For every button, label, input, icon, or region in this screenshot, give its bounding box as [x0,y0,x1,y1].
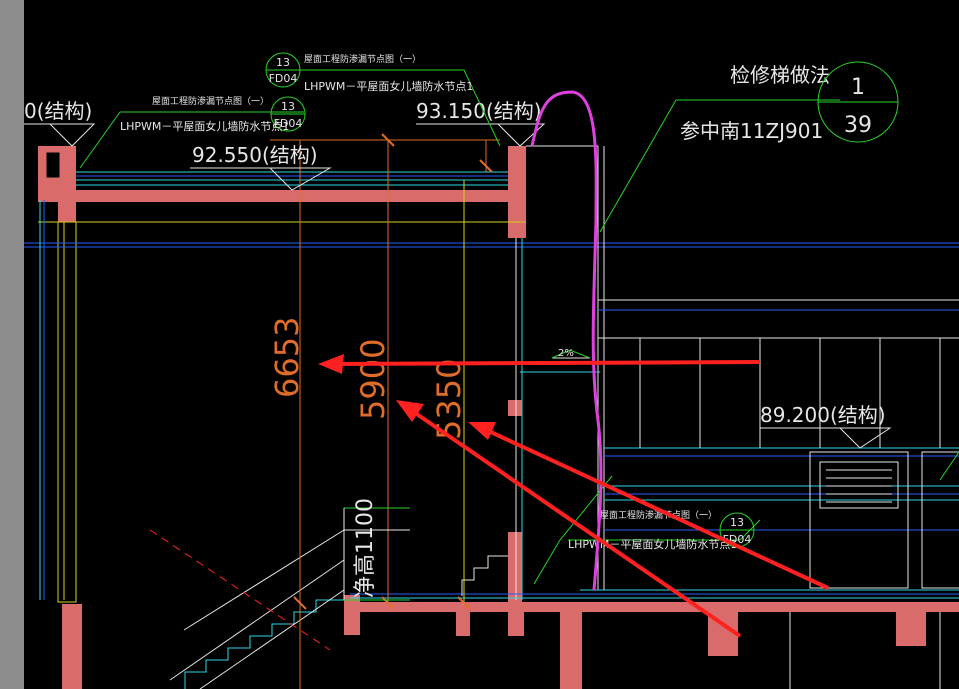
ladder-reference: 参中南11ZJ901 [680,119,823,143]
left-parapet-inner [45,151,61,179]
callout-1-detail: LHPWM－平屋面女儿墙防水节点1 [304,79,473,93]
markup-ladder-path [530,90,603,591]
right-wall-base [508,532,522,602]
left-column-base [62,604,82,689]
elevation-left-partial: 0(结构) [24,99,92,123]
floor-slab [350,602,959,612]
dimension-6653: 6653 [268,317,306,398]
detail-bubble-3-num: 13 [730,516,744,529]
ladder-bubble-num: 1 [851,75,865,100]
dimension-5900: 5900 [354,339,392,420]
dimension-clear-height: 净高1100 [353,498,378,598]
elevation-parapet-left: 92.550(结构) [192,143,318,167]
dimension-lines [270,133,500,689]
detail-bubble-1-ref: FD04 [269,72,298,85]
slope-label: 2% [558,348,574,359]
callout-2-title: 屋面工程防渗漏节点图（一） [152,95,269,107]
callout-3-title: 屋面工程防渗漏节点图（一） [600,509,717,521]
floor-beam-4 [896,612,926,646]
viewport-gutter [0,0,24,689]
floor-beam-1 [508,612,524,636]
ladder-title: 检修梯做法 [730,63,830,87]
stairs [149,529,508,689]
roof-structure [38,146,959,689]
callout-leaders [79,69,959,585]
detail-bubble-2-num: 13 [281,100,295,113]
floor-column-1 [560,612,582,689]
markup-arrows [318,354,829,638]
ladder-bubble-sheet: 39 [844,113,872,138]
elevation-lower-roof: 89.200(结构) [760,403,886,427]
roof-layers [24,145,959,600]
floor-beam-2 [456,612,470,636]
left-column [57,221,77,603]
roof-slab [38,190,526,202]
elevation-parapet-top: 93.150(结构) [416,99,542,123]
stair-landing [344,595,360,635]
detail-bubble-1-num: 13 [276,56,290,69]
callout-1-title: 屋面工程防渗漏节点图（一） [304,53,421,65]
right-wall-lower [508,400,522,416]
elevation-markers [24,123,892,449]
vent-box [809,451,909,589]
detail-bubble-2-ref: FD04 [274,117,303,130]
callout-3-detail: LHPWM－平屋面女儿墙防水节点1 [568,537,737,551]
lower-roof-area [604,338,959,689]
callout-2-detail: LHPWM－平屋面女儿墙防水节点1 [120,119,289,133]
right-parapet [508,146,526,238]
